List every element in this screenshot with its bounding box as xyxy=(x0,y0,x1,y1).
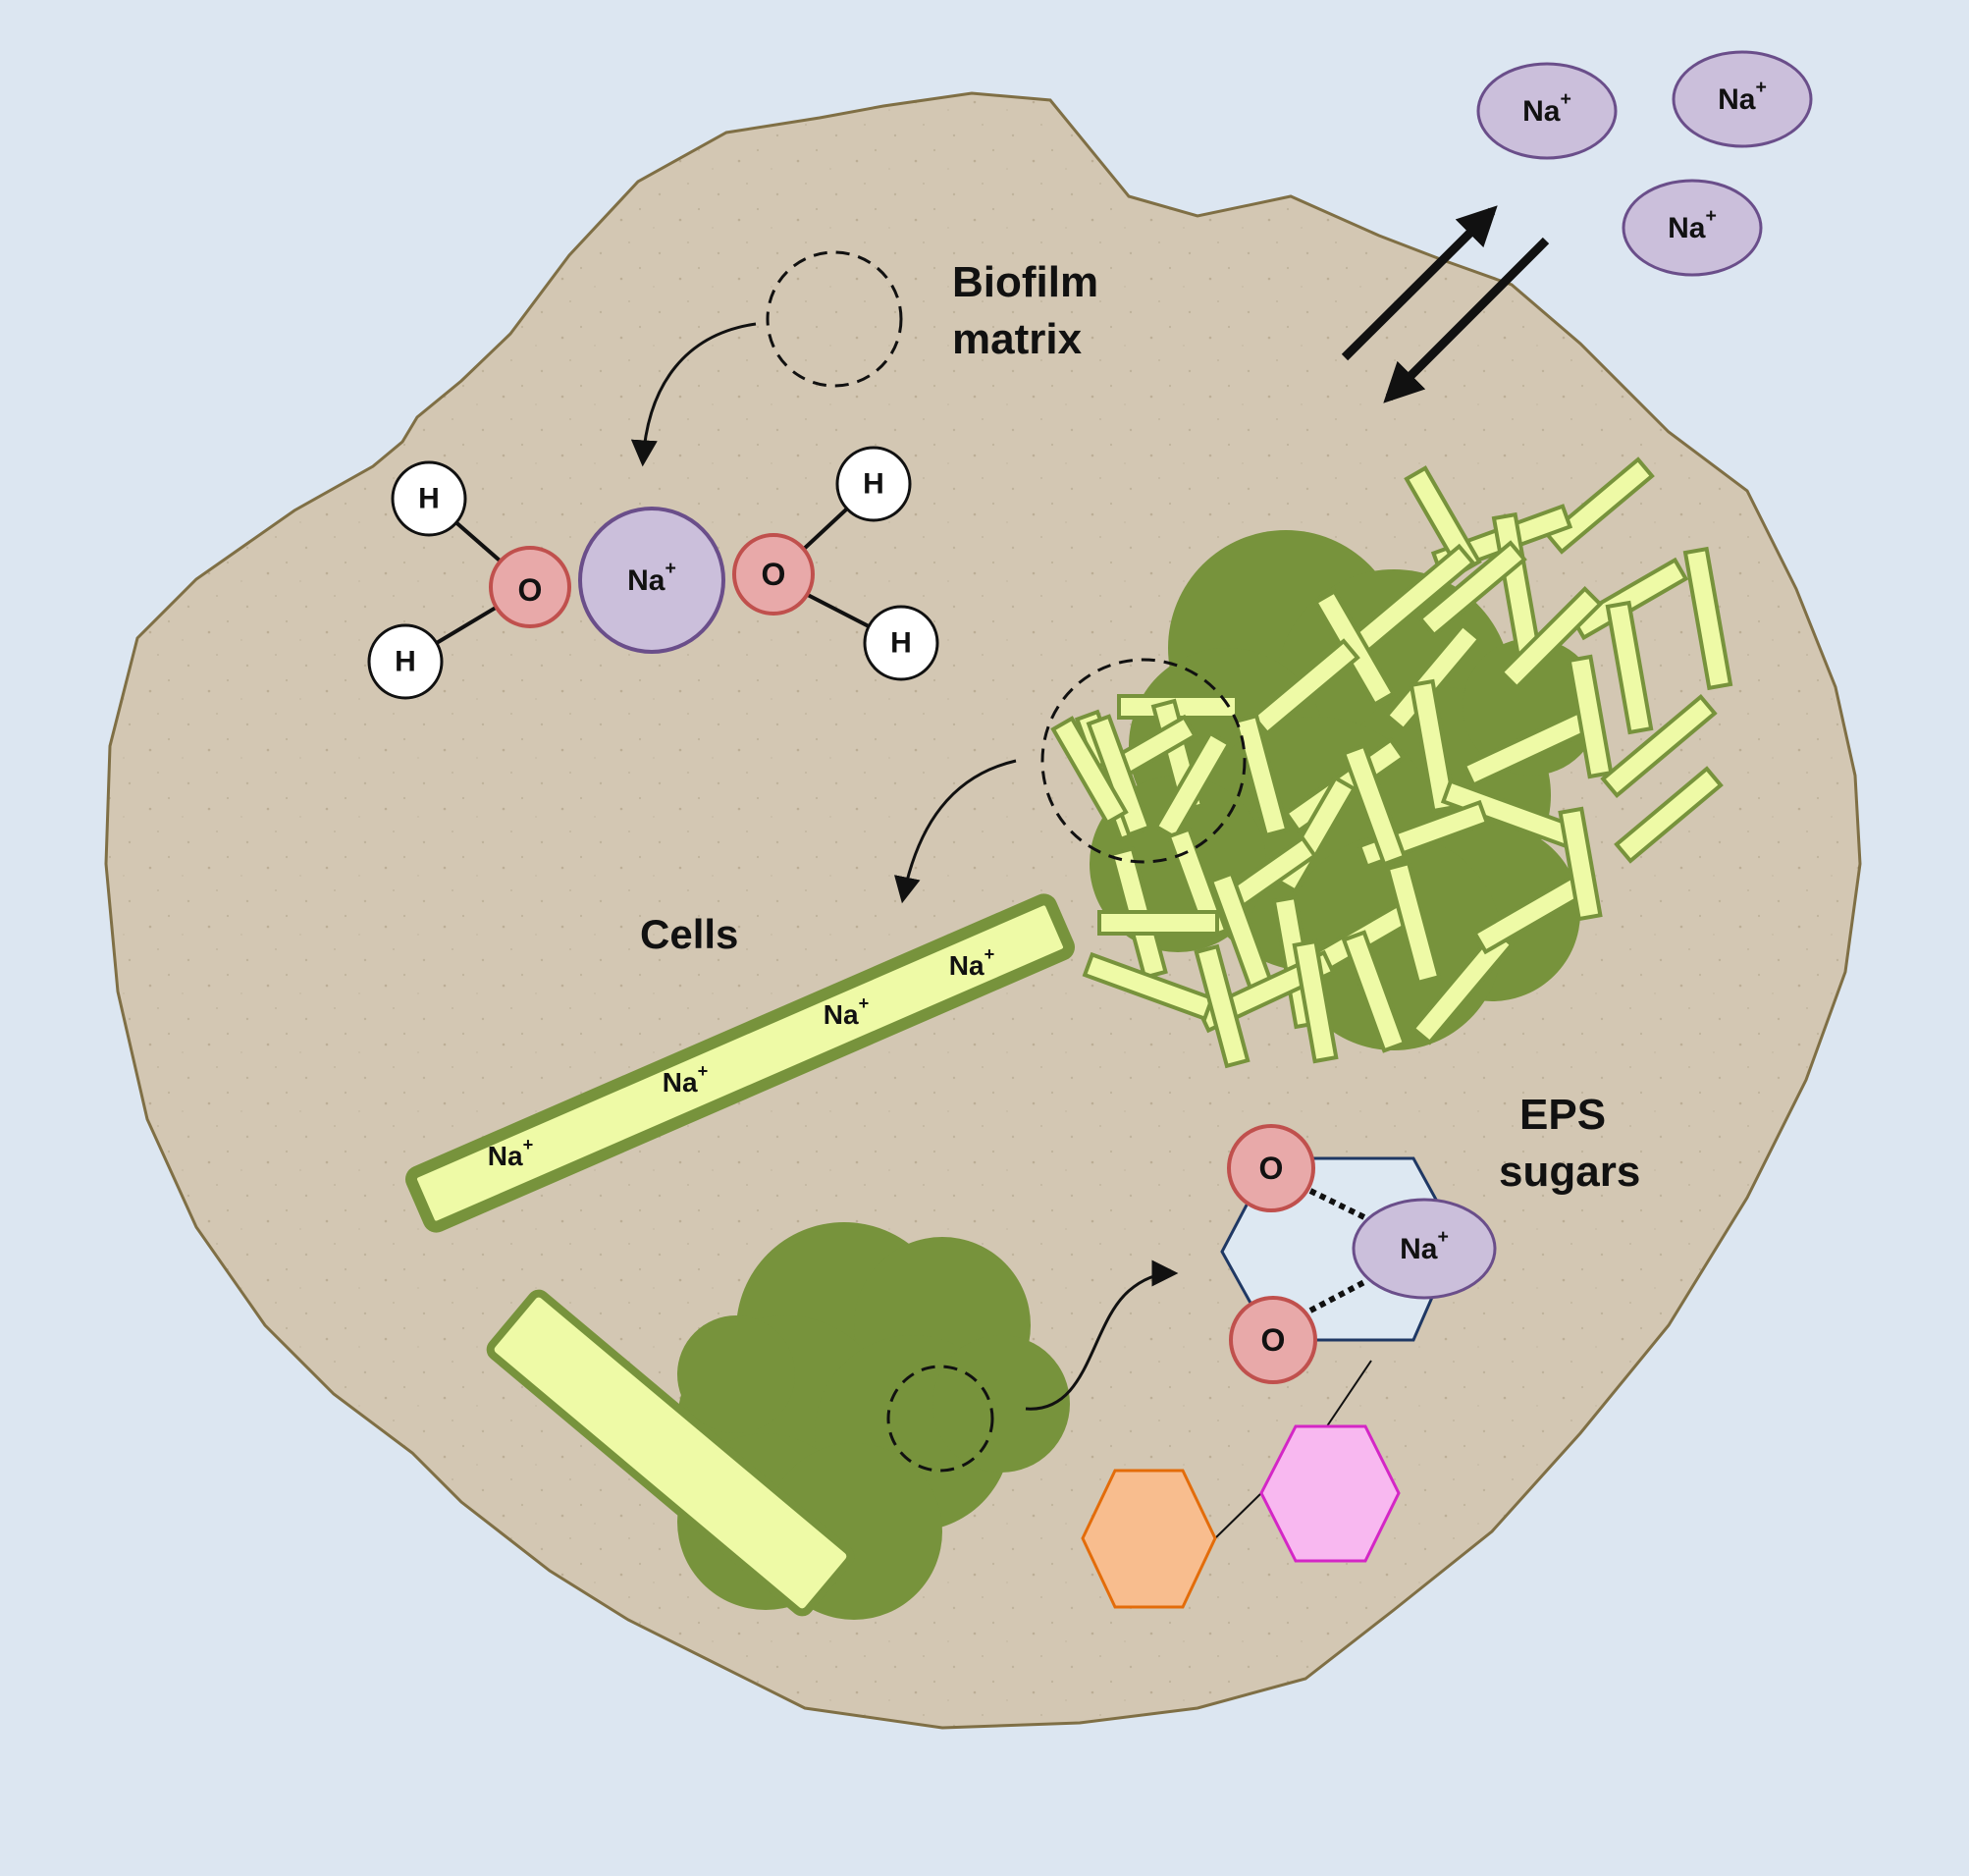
svg-text:Na+: Na+ xyxy=(949,944,994,981)
charge-label: + xyxy=(1705,205,1716,227)
sodium-label: Na xyxy=(1718,83,1756,116)
svg-text:Na+: Na+ xyxy=(1400,1226,1449,1265)
svg-text:Na+: Na+ xyxy=(663,1061,708,1098)
hydrogen-atom: H xyxy=(391,460,467,537)
oxygen-atom: O xyxy=(489,546,571,628)
svg-text:H: H xyxy=(418,483,440,515)
sodium-ion-hydrated: Na+ xyxy=(578,507,725,654)
dashed-circle-icon xyxy=(886,1365,994,1473)
sodium-label: Na xyxy=(1522,95,1561,128)
sodium-ion-outside-2: Na+ xyxy=(1672,50,1813,148)
sodium-ion-eps: Na+ xyxy=(1352,1198,1497,1300)
curved-arrow-icon xyxy=(894,759,1017,904)
charge-label: + xyxy=(1755,77,1766,98)
svg-text:O: O xyxy=(1261,1322,1286,1358)
svg-text:Na+: Na+ xyxy=(1718,77,1767,116)
curved-arrow-icon xyxy=(1025,1260,1179,1411)
eps-cluster-small xyxy=(677,1222,1070,1620)
svg-text:O: O xyxy=(1259,1151,1284,1186)
cell-sodium-labels: Na+ Na+ Na+ Na+ xyxy=(488,944,994,1171)
hydrogen-atom: H xyxy=(835,446,912,522)
svg-text:O: O xyxy=(518,572,543,608)
hexagon-icon xyxy=(1259,1424,1401,1563)
eps-sugars-label: EPS sugars xyxy=(1499,1091,1640,1196)
oxygen-atom: O xyxy=(1227,1124,1315,1212)
cell-rods xyxy=(1050,456,1733,1069)
hydrogen-atom: H xyxy=(367,623,444,700)
svg-text:H: H xyxy=(395,646,416,678)
hydrogen-atom: H xyxy=(863,605,939,681)
double-arrow-icon xyxy=(1341,205,1550,403)
svg-text:Na+: Na+ xyxy=(1668,205,1717,244)
hydrated-sodium-molecule: H H H H O O Na+ xyxy=(367,446,939,700)
sodium-ion-outside-1: Na+ xyxy=(1476,62,1618,160)
charge-label: + xyxy=(1560,88,1570,110)
hexagon-icon xyxy=(1081,1469,1217,1609)
svg-text:Na+: Na+ xyxy=(824,993,869,1030)
dashed-circle-icon xyxy=(1040,658,1247,864)
oxygen-atom: O xyxy=(1229,1296,1317,1384)
cells-label: Cells xyxy=(640,911,738,957)
sodium-ion-outside-3: Na+ xyxy=(1622,179,1763,277)
cell-rod-large xyxy=(486,1289,855,1617)
oxygen-atom: O xyxy=(732,533,815,616)
svg-text:Na+: Na+ xyxy=(488,1135,533,1171)
svg-text:O: O xyxy=(762,557,786,592)
svg-text:H: H xyxy=(863,468,884,501)
svg-text:Na+: Na+ xyxy=(1522,88,1571,128)
svg-text:H: H xyxy=(890,627,912,660)
svg-text:Na+: Na+ xyxy=(627,558,676,597)
biofilm-matrix-label: Biofilm matrix xyxy=(952,258,1110,363)
dashed-circle-icon xyxy=(766,250,903,388)
cell-with-sodium xyxy=(405,893,1075,1233)
sodium-label: Na xyxy=(1668,212,1706,244)
curved-arrow-icon xyxy=(630,322,757,467)
